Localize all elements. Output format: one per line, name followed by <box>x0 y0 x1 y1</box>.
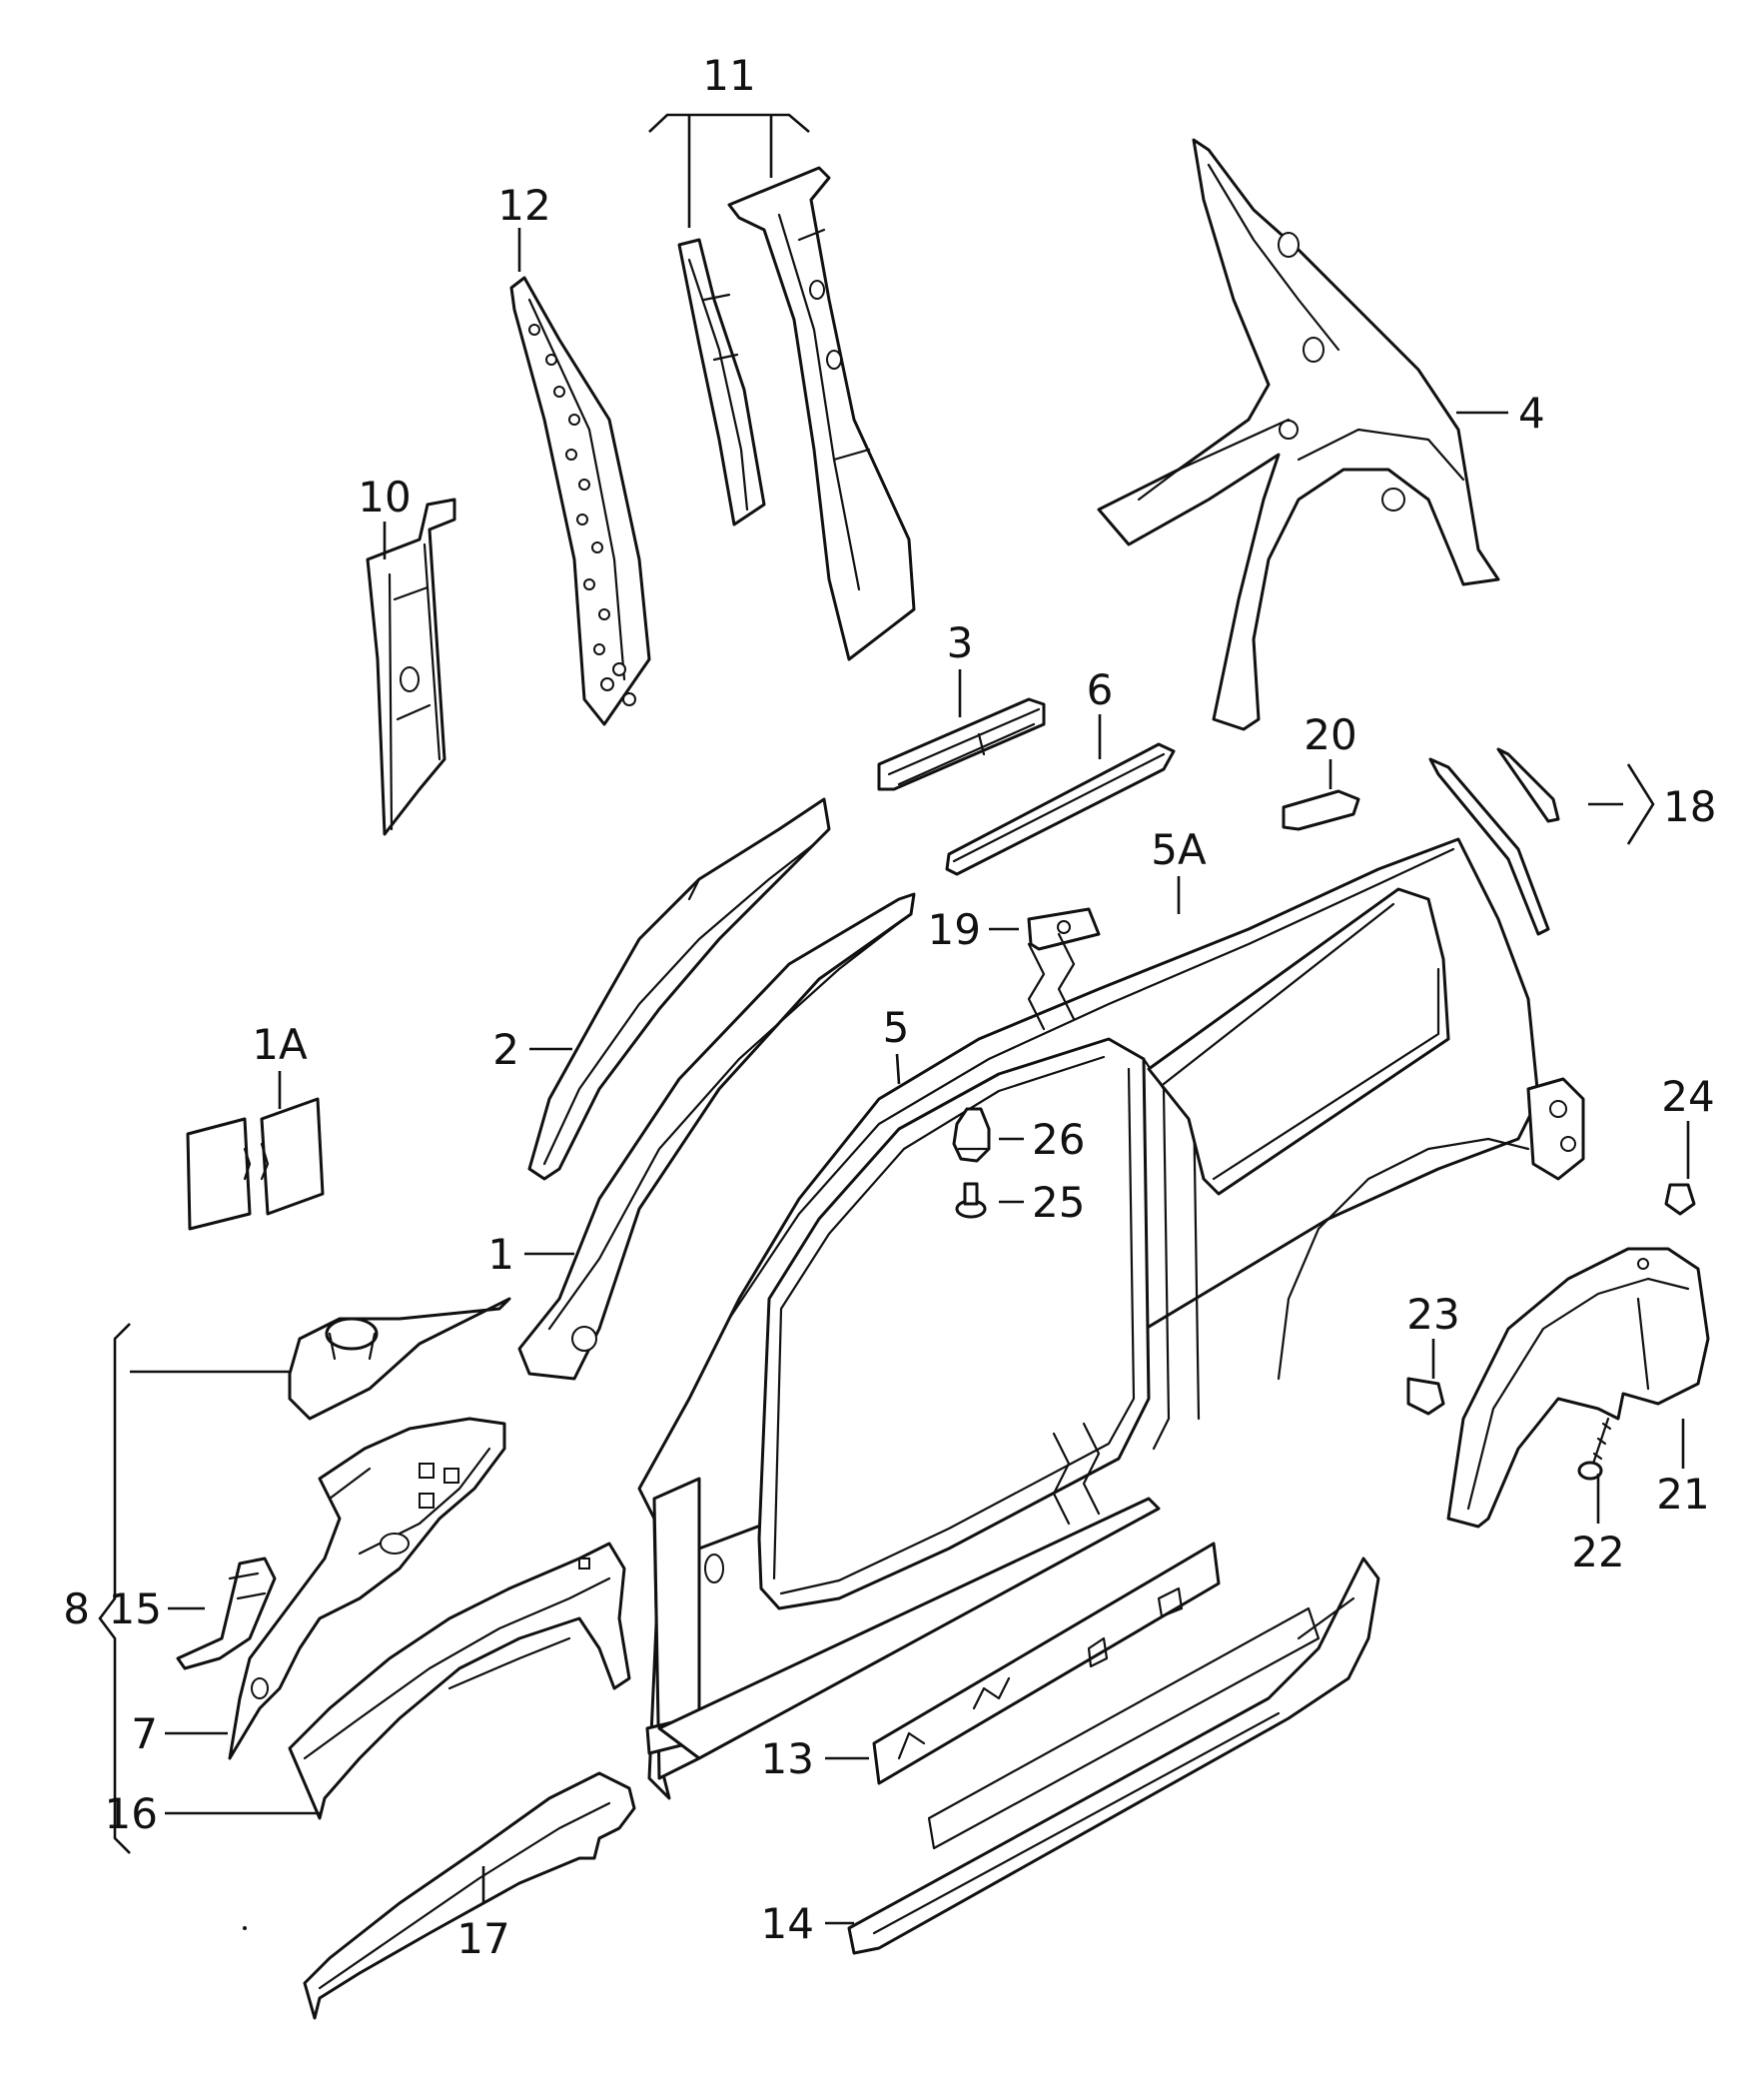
callout-7: 7 <box>131 1709 158 1758</box>
callout-20: 20 <box>1304 710 1356 759</box>
callout-6: 6 <box>1087 665 1114 714</box>
callout-3: 3 <box>947 618 974 667</box>
callout-19: 19 <box>928 905 981 954</box>
callout-12: 12 <box>497 181 550 230</box>
callout-23: 23 <box>1406 1290 1459 1339</box>
part-16-longitudinal-member <box>288 1542 631 1820</box>
part-7-wheelhouse-front <box>228 1417 506 1760</box>
part-1a-patch <box>186 1097 325 1231</box>
part-3-reinforcement <box>877 697 1046 791</box>
callout-26: 26 <box>1032 1115 1085 1164</box>
callout-22: 22 <box>1571 1528 1624 1576</box>
part-26-plug <box>952 1107 991 1163</box>
part-14-outer-sill <box>847 1557 1380 1955</box>
part-23-clip <box>1406 1377 1445 1416</box>
part-25-bolt <box>955 1182 987 1219</box>
part-2-a-pillar-outer <box>527 797 831 1181</box>
part-13-sill-plate <box>872 1542 1221 1785</box>
part-20-bracket <box>1282 789 1360 831</box>
callout-8: 8 <box>63 1584 90 1633</box>
callout-5a: 5A <box>1151 825 1207 874</box>
callout-2: 2 <box>492 1025 519 1074</box>
part-15-bracket <box>176 1557 277 1670</box>
part-22-screw <box>1577 1417 1612 1481</box>
part-18-trim-strips <box>1428 747 1560 936</box>
callout-24: 24 <box>1661 1072 1714 1121</box>
part-19-bracket <box>1027 907 1101 951</box>
part-1-a-pillar-lower <box>517 892 916 1381</box>
part-8-wing-panel-top <box>288 1297 511 1421</box>
perforation-holes <box>528 324 636 706</box>
callout-18: 18 <box>1663 782 1716 831</box>
part-5-side-panel <box>637 837 1585 1800</box>
stray-dot <box>243 1926 247 1930</box>
callout-25: 25 <box>1032 1178 1085 1227</box>
callout-5: 5 <box>883 1003 910 1052</box>
callout-1: 1 <box>487 1230 514 1279</box>
callout-leaders <box>98 113 1690 1925</box>
callout-17: 17 <box>456 1914 509 1963</box>
callout-11: 11 <box>702 51 755 100</box>
part-21-wheelhouse-liner <box>1446 1247 1710 1529</box>
callout-21: 21 <box>1656 1470 1709 1519</box>
callout-13: 13 <box>761 1734 814 1783</box>
callout-1a: 1A <box>252 1020 308 1069</box>
part-12-a-pillar-inner <box>509 276 651 726</box>
part-17-lower-member <box>303 1771 636 2020</box>
callout-15: 15 <box>109 1584 162 1633</box>
part-6-sill-strip <box>945 742 1176 876</box>
part-4-rear-wheelhouse-inner <box>1097 138 1500 731</box>
part-24-clip <box>1664 1183 1696 1216</box>
part-10-pillar-reinforcement <box>366 498 456 836</box>
callout-16: 16 <box>105 1789 158 1838</box>
part-11-b-pillar <box>677 166 916 661</box>
callout-4: 4 <box>1518 389 1545 438</box>
callout-14: 14 <box>761 1899 814 1948</box>
callout-10: 10 <box>358 473 411 521</box>
callout-labels: 11 12 10 4 3 6 20 5A 18 19 5 2 1A 26 25 … <box>63 51 1716 1963</box>
